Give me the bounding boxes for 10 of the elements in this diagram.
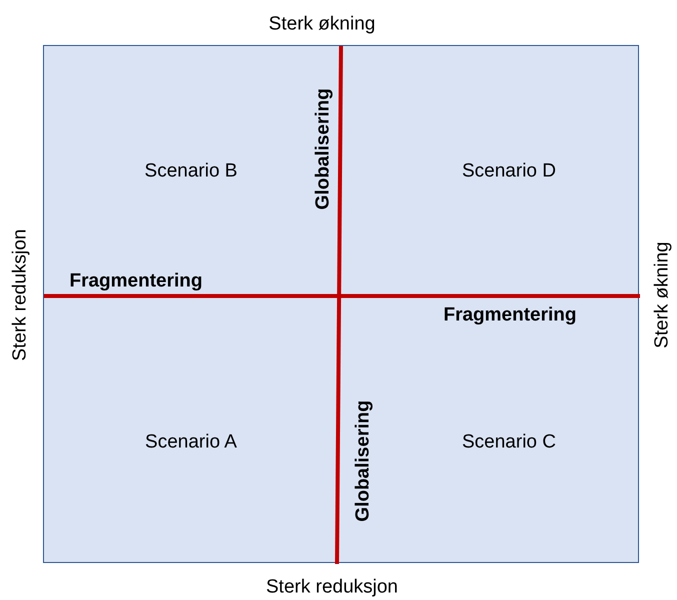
axis-label: Globalisering: [314, 88, 332, 210]
quadrant-label: Scenario C: [462, 432, 556, 452]
quadrant-label: Scenario B: [144, 162, 238, 180]
axis-label: Globalisering: [354, 400, 372, 522]
axis-end-label: Sterk økning: [268, 14, 376, 34]
axis-label: Fragmentering: [69, 272, 203, 290]
axis-label: Fragmentering: [443, 306, 577, 324]
quadrant-chart-box: [43, 45, 639, 563]
quadrant-label: Scenario A: [145, 432, 237, 452]
quadrant-label: Scenario D: [462, 162, 556, 180]
